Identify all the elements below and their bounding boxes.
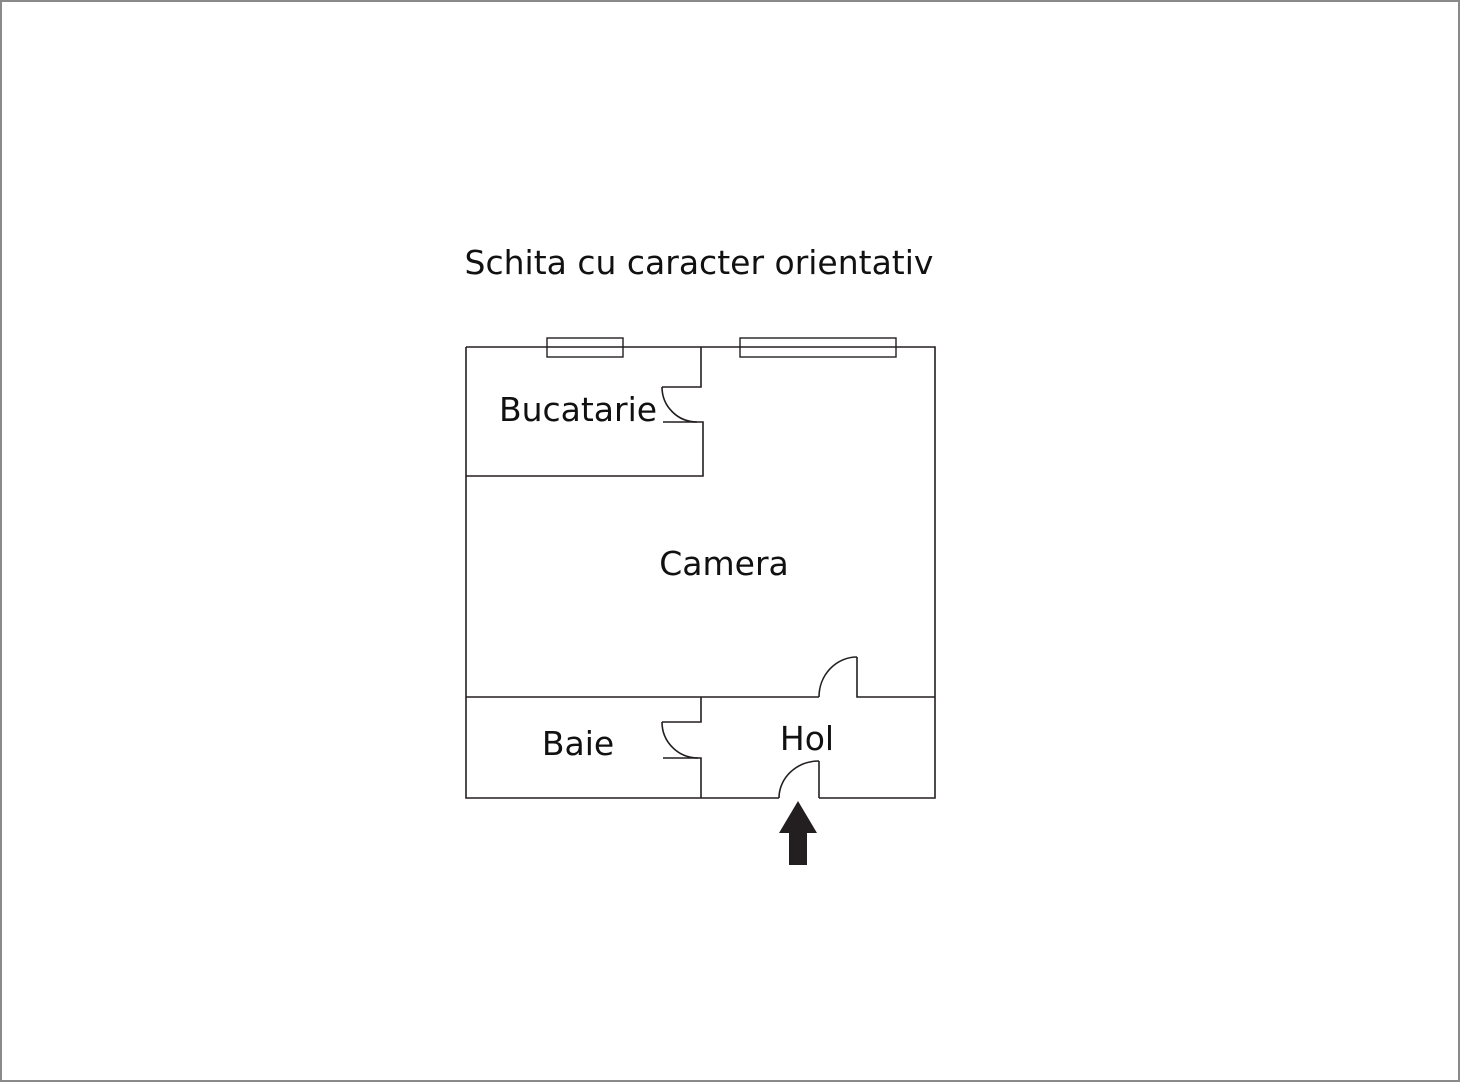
plan-title: Schita cu caracter orientativ (465, 243, 934, 282)
bath-door-swing (661, 721, 699, 759)
arrow-up-icon (779, 801, 817, 865)
bath-walls (662, 697, 702, 798)
room-label-room: Camera (659, 544, 789, 583)
room-label-hall: Hol (780, 719, 834, 758)
entrance-door-swing (778, 760, 820, 799)
kitchen-door-swing (661, 386, 698, 423)
room-label-bath: Baie (542, 724, 614, 763)
room-label-kitchen: Bucatarie (499, 390, 657, 429)
room-door-swing (818, 656, 858, 698)
room-bottom-wall (466, 657, 935, 698)
kitchen-walls (466, 347, 704, 477)
